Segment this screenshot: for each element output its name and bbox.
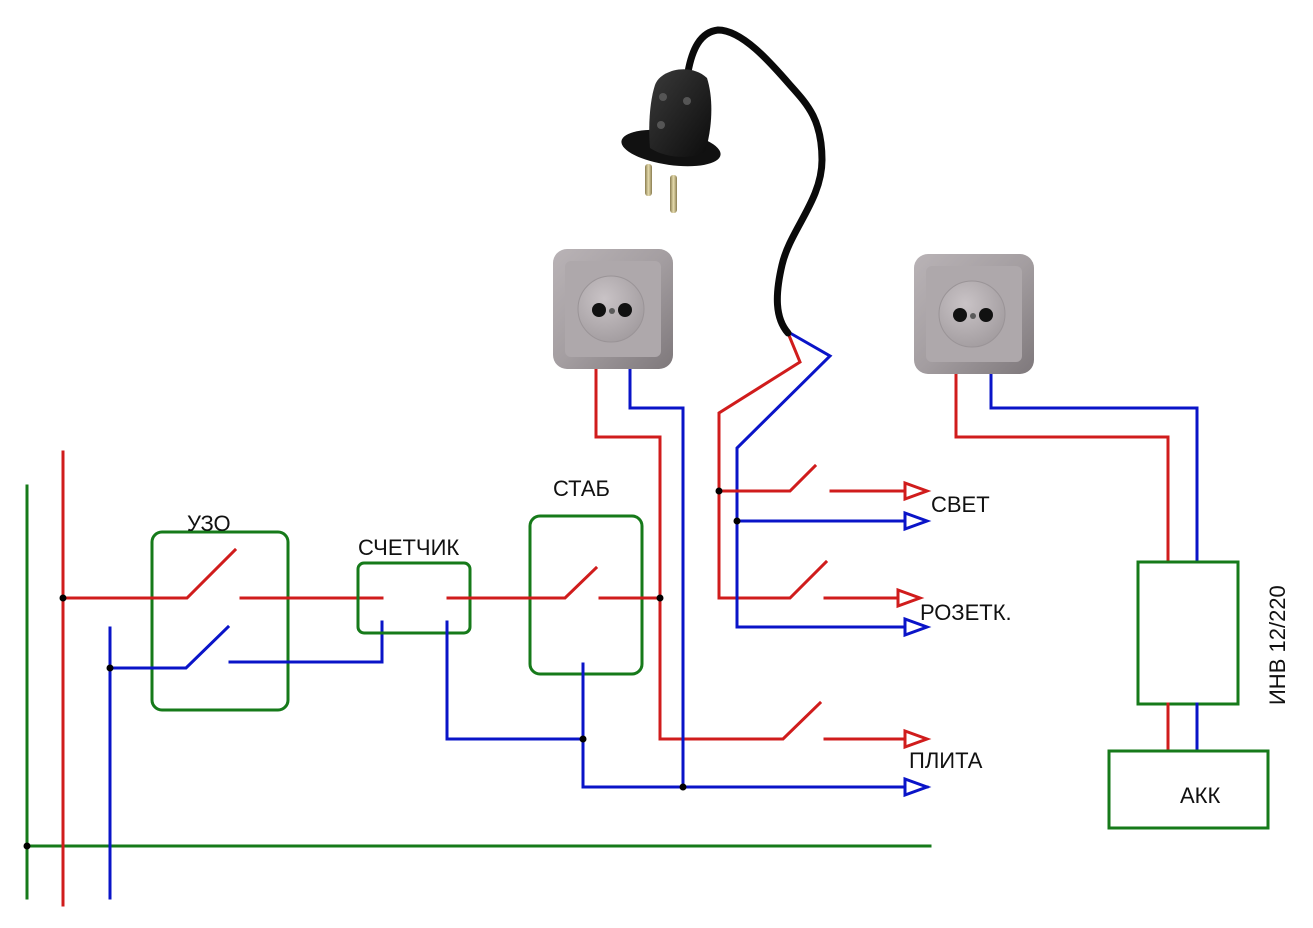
junction-dot — [715, 487, 723, 495]
meter-block — [356, 561, 585, 741]
junction-dot — [679, 783, 687, 791]
stabilizer-block — [528, 514, 929, 789]
cord-phase-wire — [717, 331, 829, 600]
junction-dot — [59, 594, 67, 602]
stove-label: ПЛИТА — [909, 748, 983, 773]
stabilizer-label: СТАБ — [553, 476, 610, 501]
light-neutral-arrow — [903, 510, 932, 532]
socket-left-icon — [553, 249, 673, 369]
battery-label: АКК — [1180, 783, 1220, 808]
inverter-label: ИНВ 12/220 — [1265, 585, 1290, 705]
ground-bus — [25, 484, 932, 900]
junction-dot — [656, 594, 664, 602]
socket-right-icon — [914, 254, 1034, 374]
inverter-phase-wire — [954, 372, 1170, 564]
inverter-block — [1136, 560, 1240, 706]
sockets-label: РОЗЕТК. — [920, 600, 1012, 625]
stove-phase-wire — [594, 364, 823, 741]
junction-dot — [23, 842, 31, 850]
light-phase-arrow — [903, 480, 932, 502]
stove-phase-arrow — [903, 728, 932, 750]
battery-block — [1107, 749, 1270, 830]
plug-icon — [621, 26, 826, 337]
sockets-phase-arrow — [896, 587, 925, 609]
stove-neutral-arrow — [903, 776, 932, 798]
cord-neutral-wire — [735, 330, 907, 629]
light-phase-wire — [717, 463, 818, 493]
inverter-neutral-wire — [989, 372, 1199, 564]
junction-dot — [733, 517, 741, 525]
meter-label: СЧЕТЧИК — [358, 535, 459, 560]
junction-dot — [106, 664, 114, 672]
junctions — [23, 487, 741, 850]
sockets-neutral-arrow — [903, 616, 932, 638]
light-label: СВЕТ — [931, 492, 990, 517]
socket-neutral-wire — [628, 364, 685, 789]
rcd-label: УЗО — [187, 511, 231, 536]
junction-dot — [579, 735, 587, 743]
rcd-block — [61, 530, 384, 712]
